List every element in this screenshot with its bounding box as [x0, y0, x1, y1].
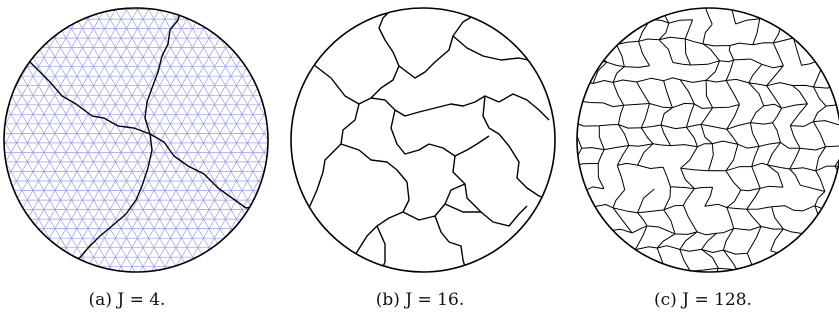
partition-boundaries — [577, 8, 839, 272]
domain-outline — [576, 7, 839, 273]
panel-c — [573, 0, 839, 280]
boundary-line — [482, 95, 554, 201]
caption-c: (c) J = 128. — [654, 290, 752, 310]
caption-b: (b) J = 16. — [375, 290, 465, 310]
boundary-line — [67, 133, 153, 272]
boundary-line — [498, 93, 550, 121]
boundary-line — [428, 135, 490, 157]
boundary-line — [304, 9, 400, 105]
boundary-line — [402, 181, 466, 221]
boundary-line — [376, 225, 386, 272]
mesh-edges — [4, 8, 268, 272]
panel-b — [287, 0, 559, 280]
boundary-line — [144, 8, 183, 135]
cell-boundaries — [577, 8, 839, 272]
domain-outline — [3, 7, 269, 273]
boundary-line — [434, 215, 468, 272]
mesh-partition-j4 — [3, 7, 269, 273]
triangular-mesh — [4, 8, 268, 272]
boundary-line — [370, 95, 500, 117]
boundary-line — [390, 109, 430, 155]
domain-outline — [290, 7, 556, 273]
boundary-line — [444, 203, 481, 213]
boundary-line — [452, 155, 528, 227]
caption-a: (a) J = 4. — [88, 290, 166, 310]
panel-a — [0, 0, 272, 280]
mesh-partition-j16 — [290, 7, 556, 273]
mesh-partition-j128 — [576, 7, 839, 273]
boundary-line — [398, 13, 482, 79]
boundary-line — [308, 103, 360, 209]
boundary-line — [340, 143, 408, 183]
boundary-line — [452, 35, 538, 63]
partition-boundaries — [304, 9, 554, 272]
